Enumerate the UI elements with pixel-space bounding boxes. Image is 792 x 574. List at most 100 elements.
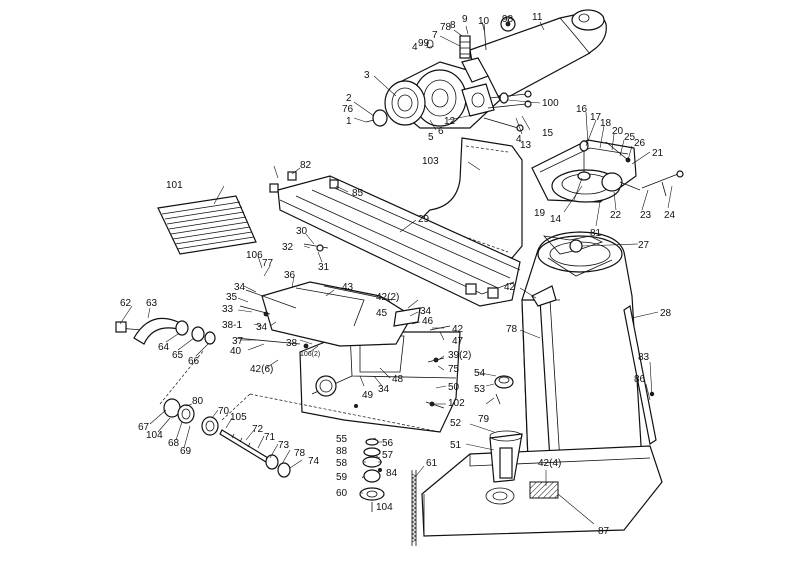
callout-88: 88 <box>336 446 348 457</box>
callout-39: 39(2) <box>448 350 471 361</box>
callout-34-a: 34 <box>234 282 246 293</box>
callout-78-b: 78 <box>506 324 518 335</box>
callout-48: 48 <box>392 374 404 385</box>
elevating-screw-housing <box>489 430 523 483</box>
callout-49: 49 <box>362 390 374 401</box>
callout-52: 52 <box>450 418 462 429</box>
callout-42-a: 42(2) <box>376 292 399 303</box>
callout-45: 45 <box>376 308 388 319</box>
callout-68: 68 <box>168 438 180 449</box>
callout-24: 24 <box>664 210 676 221</box>
callout-86: 86 <box>634 374 646 385</box>
callout-106-a: 106 <box>246 250 263 261</box>
callout-104-a: 104 <box>146 430 163 441</box>
callout-67: 67 <box>138 422 150 433</box>
way-cover <box>157 195 257 255</box>
callout-4-lower: 4 <box>516 134 522 145</box>
leadscrew <box>201 393 441 478</box>
callout-81: 81 <box>590 228 602 239</box>
callout-75: 75 <box>448 364 460 375</box>
callout-98: 98 <box>502 14 514 25</box>
machine-base <box>421 445 663 537</box>
ram-casting <box>469 9 607 97</box>
callout-66: 66 <box>188 356 200 367</box>
callout-106-b: 106(2) <box>300 351 320 358</box>
callout-80: 80 <box>192 396 204 407</box>
callout-14: 14 <box>550 214 562 225</box>
callout-16: 16 <box>576 104 588 115</box>
callout-51: 51 <box>450 440 462 451</box>
callout-32: 32 <box>282 242 294 253</box>
leader-lines <box>119 18 673 525</box>
callout-46: 46 <box>422 316 434 327</box>
callout-7: 7 <box>432 30 438 41</box>
callout-53: 53 <box>474 384 486 395</box>
callout-43: 43 <box>342 282 354 293</box>
callout-70: 70 <box>218 406 230 417</box>
callout-50: 50 <box>448 382 460 393</box>
callout-20: 20 <box>612 126 624 137</box>
turret-ring-gear <box>384 80 426 126</box>
saddle-gib-and-screws <box>235 289 309 349</box>
turret-base-plate <box>542 235 604 255</box>
callout-36: 36 <box>284 270 296 281</box>
callout-12: 12 <box>444 116 456 127</box>
callout-3: 3 <box>364 70 370 81</box>
callout-47: 47 <box>452 336 464 347</box>
callout-78-c: 78 <box>294 448 306 459</box>
callout-34-d: 34 <box>378 384 390 395</box>
callout-42-e: 42(4) <box>538 458 561 469</box>
callout-101: 101 <box>166 180 183 191</box>
turret-base <box>531 139 641 203</box>
callout-30: 30 <box>296 226 308 237</box>
callout-105: 105 <box>230 412 247 423</box>
callout-55: 55 <box>336 434 348 445</box>
callout-6: 6 <box>438 126 444 137</box>
callout-11: 11 <box>532 12 543 23</box>
callout-2: 2 <box>346 93 352 104</box>
callout-60: 60 <box>336 488 348 499</box>
table <box>269 171 521 307</box>
callout-13: 13 <box>520 140 532 151</box>
callout-84: 84 <box>386 468 398 479</box>
callout-99: 99 <box>418 38 430 49</box>
spring-plunger <box>426 16 516 59</box>
column-cover-plate <box>623 305 657 445</box>
callout-78-a: 78 <box>440 22 452 33</box>
callout-18: 18 <box>600 118 612 129</box>
saddle <box>261 281 451 347</box>
callout-74: 74 <box>308 456 320 467</box>
crank-handle <box>115 317 216 345</box>
callout-31: 31 <box>318 262 330 273</box>
callout-5: 5 <box>428 132 434 143</box>
callout-9: 9 <box>462 14 468 25</box>
callout-29: 29 <box>418 214 430 225</box>
callout-58: 58 <box>336 458 348 469</box>
callout-17: 17 <box>590 112 602 123</box>
callout-77: 77 <box>262 258 274 269</box>
turret-lock-handle <box>641 170 684 197</box>
callout-73: 73 <box>278 440 290 451</box>
callout-34-b: 34 <box>420 306 432 317</box>
callout-42-d: 42(6) <box>250 364 273 375</box>
callout-labels: 1 2 3 4 4 5 6 7 8 9 10 11 12 13 14 15 16… <box>120 12 676 537</box>
callout-59: 59 <box>336 472 348 483</box>
feed-dial-collar <box>159 349 205 424</box>
turret-clamp-plate <box>461 83 495 117</box>
callout-54: 54 <box>474 368 486 379</box>
callout-62: 62 <box>120 298 132 309</box>
callout-64: 64 <box>158 342 170 353</box>
clamping-bolts <box>483 90 532 132</box>
callout-15: 15 <box>542 128 554 139</box>
callout-1: 1 <box>346 116 352 127</box>
callout-104-b: 104 <box>376 502 393 513</box>
callout-56: 56 <box>382 438 394 449</box>
callout-10: 10 <box>478 16 490 27</box>
callout-65: 65 <box>172 350 184 361</box>
callout-27: 27 <box>638 240 650 251</box>
column <box>521 231 643 469</box>
callout-102: 102 <box>448 398 465 409</box>
callout-26: 26 <box>634 138 646 149</box>
callout-33: 33 <box>222 304 234 315</box>
